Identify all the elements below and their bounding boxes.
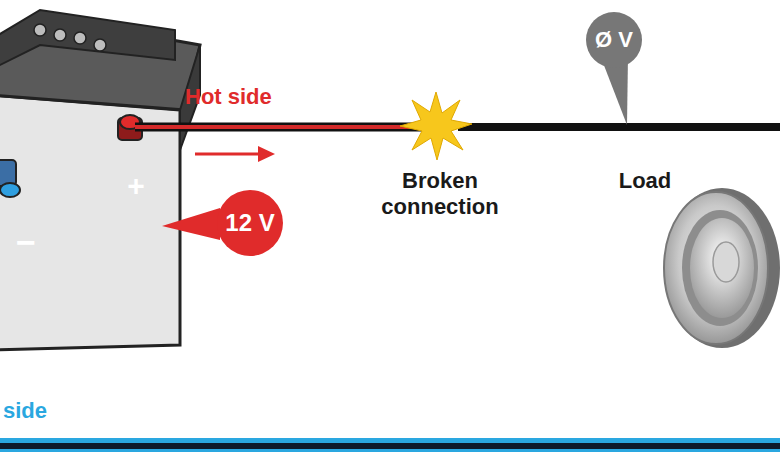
current-arrow <box>195 146 275 162</box>
hot-side-label: Hot side <box>185 84 272 110</box>
broken-connection-label: Broken connection <box>345 168 535 221</box>
ground-wire <box>0 438 780 443</box>
node-text: Ø V <box>595 27 633 53</box>
node-text: 12 V <box>225 209 274 237</box>
callout-pointer <box>162 208 220 240</box>
hot-wire <box>135 123 432 132</box>
minus-sign: − <box>16 222 36 263</box>
battery <box>0 10 200 350</box>
spark <box>400 92 472 160</box>
voltage-marker: Ø V <box>586 12 642 68</box>
load-wire <box>458 123 780 131</box>
load-label: Load <box>619 168 672 194</box>
speaker <box>664 188 780 348</box>
ground-side-label: side <box>3 398 47 424</box>
plus-sign: + <box>127 168 145 204</box>
voltage-callout: 12 V <box>217 190 283 256</box>
